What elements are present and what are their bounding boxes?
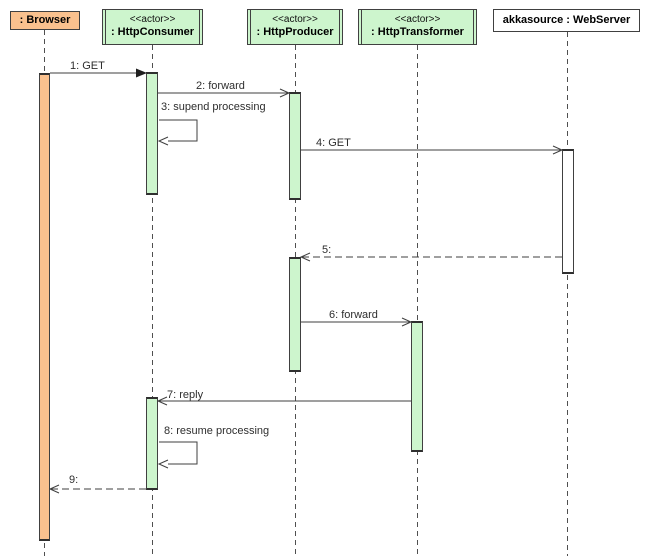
message-7-arrowhead	[156, 396, 168, 406]
participant-box-httpproducer: <<actor>> : HttpProducer	[247, 9, 343, 45]
participant-name: akkasource : WebServer	[502, 13, 631, 26]
message-3-label: 3: supend processing	[161, 101, 266, 113]
message-5-arrowhead	[299, 252, 311, 262]
participant-name: : HttpProducer	[256, 26, 334, 39]
participant-name: : HttpConsumer	[110, 26, 195, 39]
message-3-self-loop	[159, 119, 198, 142]
participant-name: : HttpTransformer	[371, 26, 464, 39]
message-9-label: 9:	[69, 474, 79, 486]
message-2-arrowhead	[279, 88, 291, 98]
activation-bar-httptransformer	[411, 321, 423, 452]
activation-bar-browser	[39, 73, 50, 541]
activation-bar-httpconsumer-2	[146, 397, 158, 490]
lifeline-httptransformer	[417, 45, 418, 556]
message-8-label: 8: resume processing	[164, 425, 270, 437]
activation-bar-webserver	[562, 149, 574, 274]
participant-box-browser: : Browser	[10, 11, 80, 30]
participant-stereotype: <<actor>>	[394, 13, 441, 25]
message-6-label: 6: forward	[329, 309, 378, 321]
message-1-arrowhead	[136, 68, 147, 78]
message-5-label: 5:	[322, 244, 332, 256]
participant-name: : Browser	[19, 13, 71, 26]
message-4-label: 4: GET	[316, 137, 351, 149]
message-3-arrowhead	[157, 136, 169, 146]
lifeline-webserver	[567, 32, 568, 556]
participant-box-httptransformer: <<actor>> : HttpTransformer	[358, 9, 477, 45]
participant-stereotype: <<actor>>	[129, 13, 176, 25]
lifeline-httpconsumer	[152, 45, 153, 556]
activation-bar-httpconsumer-1	[146, 72, 158, 195]
message-6-arrowhead	[401, 317, 413, 327]
activation-bar-httpproducer-1	[289, 92, 301, 200]
participant-box-webserver: akkasource : WebServer	[493, 9, 640, 32]
message-9-arrowhead	[48, 484, 60, 494]
message-7-label: 7: reply	[167, 389, 204, 401]
participant-stereotype: <<actor>>	[272, 13, 318, 25]
activation-bar-httpproducer-2	[289, 257, 301, 372]
message-2-label: 2: forward	[196, 80, 245, 92]
message-8-self-loop	[159, 441, 198, 465]
message-1-label: 1: GET	[70, 60, 105, 72]
message-4-arrowhead	[552, 145, 564, 155]
message-8-arrowhead	[157, 459, 169, 469]
participant-box-httpconsumer: <<actor>> : HttpConsumer	[102, 9, 203, 45]
